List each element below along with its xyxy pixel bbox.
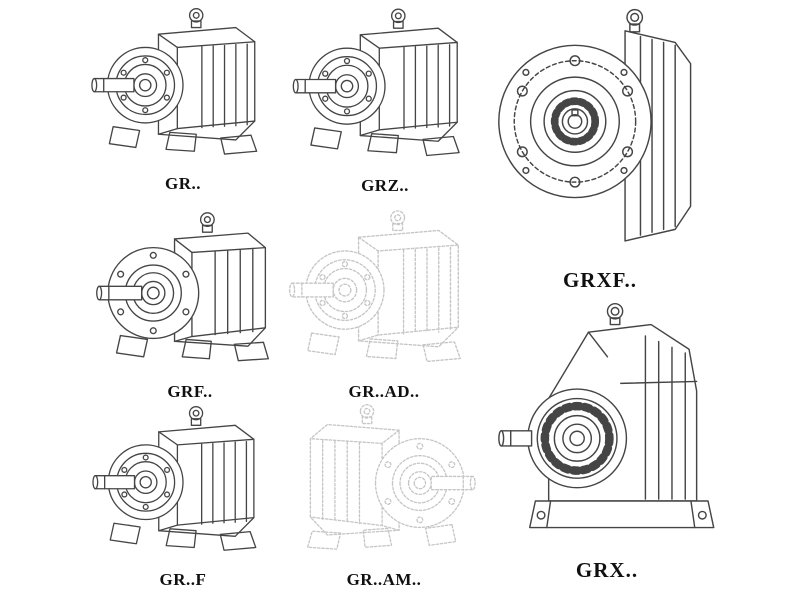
grf-gearbox-drawing	[92, 208, 288, 380]
figure-grz: GRZ..	[290, 4, 480, 196]
figure-gr-ad: GR..AD..	[286, 206, 482, 402]
grz-gearbox-drawing	[290, 4, 480, 174]
figure-grxf: GRXF..	[494, 0, 706, 293]
model-label-gr-am: GR..AM..	[346, 570, 422, 589]
model-label-grxf: GRXF..	[562, 268, 638, 292]
model-label-gr-f: GR..F	[159, 570, 207, 589]
gr-gearbox-drawing	[88, 4, 278, 172]
figure-grf: GRF..	[92, 208, 288, 402]
grxf-gearbox-drawing	[494, 0, 706, 266]
figure-grx: GRX..	[494, 298, 720, 583]
gr-f-gearbox-drawing	[88, 402, 278, 568]
figure-gr-f: GR..F	[88, 402, 278, 590]
model-label-grz: GRZ..	[361, 176, 409, 195]
gr-am-gearbox-drawing	[286, 400, 482, 568]
model-label-grx: GRX..	[575, 558, 639, 582]
grx-gearbox-drawing	[494, 298, 720, 556]
model-label-grf: GRF..	[167, 382, 213, 401]
gr-ad-gearbox-drawing	[286, 206, 482, 380]
figure-gr-am: GR..AM..	[286, 400, 482, 590]
model-label-gr: GR..	[165, 174, 201, 193]
figure-gr: GR..	[88, 4, 278, 194]
model-label-gr-ad: GR..AD..	[348, 382, 420, 401]
